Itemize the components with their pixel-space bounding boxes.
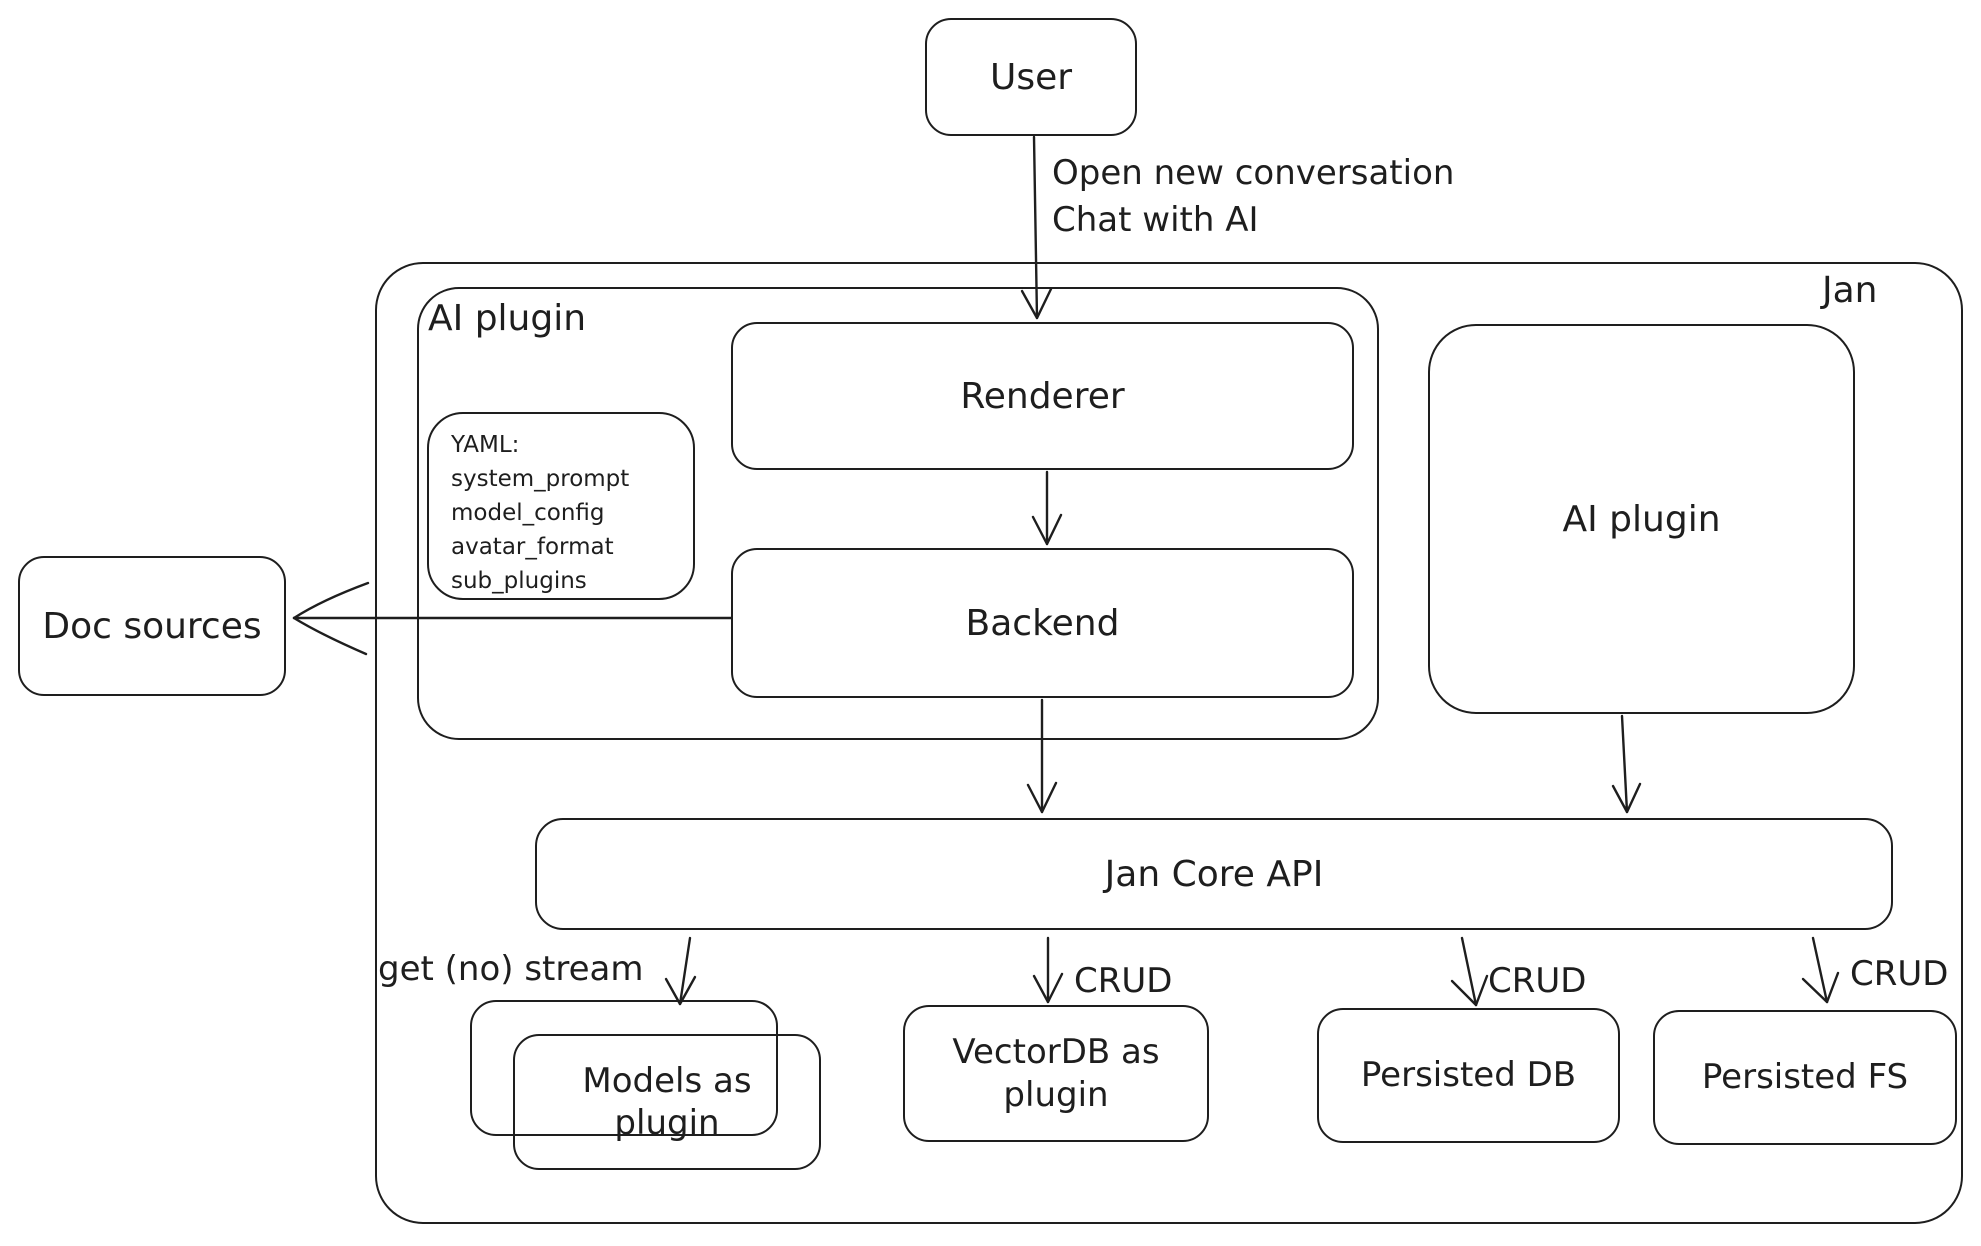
models-as-plugin-node-label: Models as plugin	[582, 1060, 752, 1144]
crud-label-vectordb: CRUD	[1074, 961, 1173, 1001]
backend-node: Backend	[731, 548, 1354, 698]
crud-label-persisted-fs: CRUD	[1850, 954, 1949, 994]
renderer-node-label: Renderer	[960, 375, 1125, 417]
ai-plugin-group-label: AI plugin	[428, 298, 587, 339]
jan-container-label: Jan	[1822, 270, 1878, 311]
yaml-note-line: avatar_format	[451, 534, 614, 560]
ai-plugin-node: AI plugin	[1428, 324, 1855, 714]
vectordb-as-plugin-node-label: VectorDB as plugin	[952, 1032, 1160, 1115]
user-flow-label-line1: Open new conversation	[1052, 153, 1455, 193]
models-as-plugin-outer-box	[470, 1000, 778, 1136]
get-no-stream-label: get (no) stream	[378, 949, 644, 989]
jan-core-api-node-label: Jan Core API	[1104, 853, 1324, 895]
yaml-note-line: model_config	[451, 500, 605, 526]
user-flow-label-line2: Chat with AI	[1052, 200, 1259, 240]
persisted-fs-node-label: Persisted FS	[1701, 1057, 1909, 1098]
models-as-plugin-node: Models as plugin	[513, 1034, 821, 1170]
persisted-db-node-label: Persisted DB	[1360, 1055, 1577, 1096]
yaml-note-line: system_prompt	[451, 466, 630, 492]
renderer-node: Renderer	[731, 322, 1354, 470]
crud-label-persisted-db: CRUD	[1488, 961, 1587, 1001]
vectordb-as-plugin-node: VectorDB as plugin	[903, 1005, 1209, 1142]
doc-sources-node: Doc sources	[18, 556, 286, 696]
yaml-note-line: YAML:	[451, 432, 520, 458]
yaml-note: YAML: system_prompt model_config avatar_…	[427, 412, 695, 600]
yaml-note-line: sub_plugins	[451, 568, 587, 594]
jan-core-api-node: Jan Core API	[535, 818, 1893, 930]
ai-plugin-node-label: AI plugin	[1562, 498, 1721, 540]
user-node: User	[925, 18, 1137, 136]
doc-sources-node-label: Doc sources	[42, 605, 262, 647]
persisted-fs-node: Persisted FS	[1653, 1010, 1957, 1145]
user-flow-label: Open new conversation Chat with AI	[1052, 150, 1454, 244]
backend-node-label: Backend	[965, 602, 1120, 644]
persisted-db-node: Persisted DB	[1317, 1008, 1620, 1143]
user-node-label: User	[989, 56, 1073, 98]
ai-plugin-group	[417, 287, 1379, 740]
jan-container	[375, 262, 1963, 1224]
